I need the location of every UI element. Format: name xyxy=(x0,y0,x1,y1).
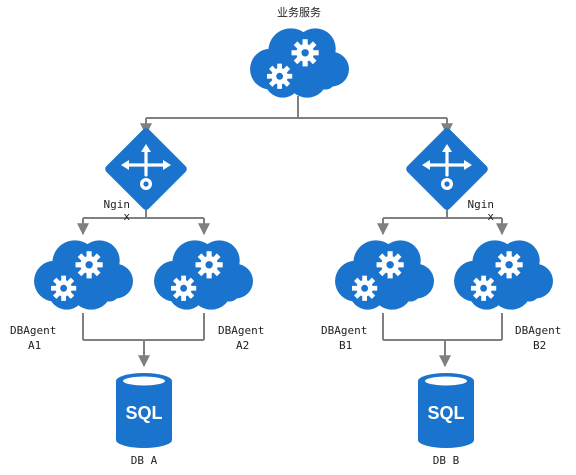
router-left-icon xyxy=(105,128,187,210)
agent-a1-label-line2: A1 xyxy=(28,339,42,352)
database-b-icon: SQL xyxy=(418,373,474,448)
database-a-icon: SQL xyxy=(116,373,172,448)
agent-a1-label-line1: DBAgent xyxy=(10,324,57,337)
agent-b2-label-line2: B2 xyxy=(533,339,547,352)
agent-a2-label-line1: DBAgent xyxy=(218,324,265,337)
business-service-title: 业务服务 xyxy=(277,6,321,19)
agent-b1-cloud-icon xyxy=(335,240,434,309)
agent-b2-label-line1: DBAgent xyxy=(515,324,562,337)
business-service-cloud-icon xyxy=(250,28,349,97)
sql-badge: SQL xyxy=(125,403,162,423)
database-a-label: DB A xyxy=(130,454,158,467)
sql-badge: SQL xyxy=(427,403,464,423)
router-left-label: Ngin x xyxy=(103,198,131,223)
router-right-label: Ngin x xyxy=(467,198,495,223)
router-right-icon xyxy=(406,128,488,210)
agent-a2-cloud-icon xyxy=(154,240,253,309)
connectors xyxy=(77,96,508,368)
database-b-label: DB B xyxy=(432,454,460,467)
agent-a2-label-line2: A2 xyxy=(236,339,250,352)
agent-b1-label-line1: DBAgent xyxy=(321,324,368,337)
agent-a1-cloud-icon xyxy=(34,240,133,309)
agent-b1-label-line2: B1 xyxy=(339,339,353,352)
agent-b2-cloud-icon xyxy=(454,240,553,309)
